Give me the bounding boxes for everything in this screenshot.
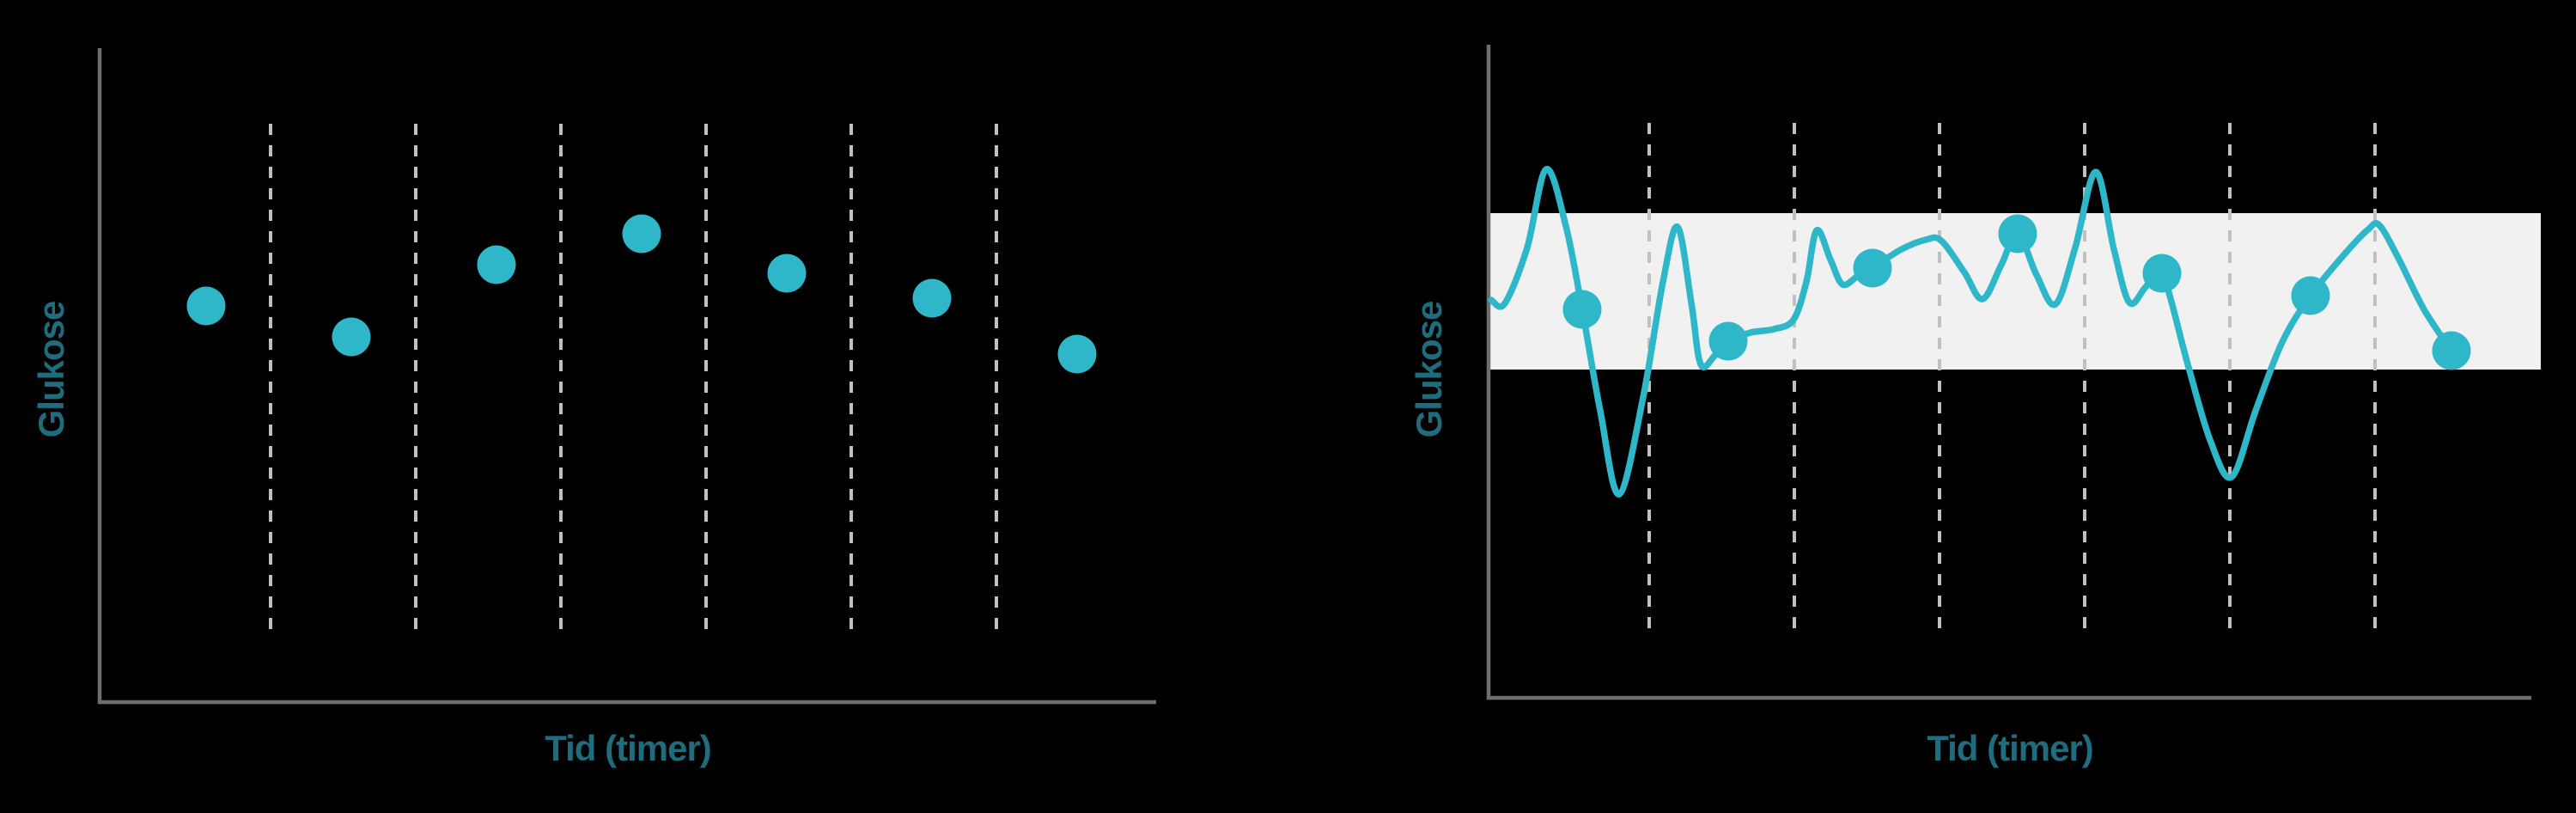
right-glucose-point-2 [1708, 321, 1748, 361]
gridlines-group [269, 123, 2377, 635]
glucose-points-group [186, 214, 2471, 374]
right-chart-y-axis-label: Glukose [1409, 301, 1449, 438]
left-glucose-point-4 [622, 214, 661, 254]
left-chart-axes [97, 48, 1156, 705]
left-glucose-point-5 [767, 254, 807, 293]
left-glucose-point-2 [332, 317, 371, 357]
left-glucose-point-3 [477, 245, 516, 284]
cgm-curve-group [1488, 166, 2455, 498]
right-chart-x-axis-label: Tid (timer) [1927, 728, 2094, 768]
right-glucose-point-4 [1998, 214, 2037, 254]
right-glucose-point-6 [2291, 276, 2330, 315]
right-glucose-point-3 [1853, 248, 1892, 288]
axes-group [97, 45, 2531, 705]
right-glucose-point-7 [2432, 331, 2471, 370]
right-glucose-point-1 [1562, 290, 1602, 329]
cgm-glucose-curve [1488, 166, 2455, 498]
left-chart-y-axis-label: Glukose [31, 301, 71, 438]
left-glucose-point-7 [1057, 334, 1097, 374]
left-glucose-point-6 [912, 278, 952, 318]
right-glucose-point-5 [2142, 254, 2182, 293]
left-chart-x-axis-label: Tid (timer) [545, 728, 712, 768]
left-glucose-point-1 [186, 286, 226, 326]
right-chart-axes [1486, 45, 2531, 700]
